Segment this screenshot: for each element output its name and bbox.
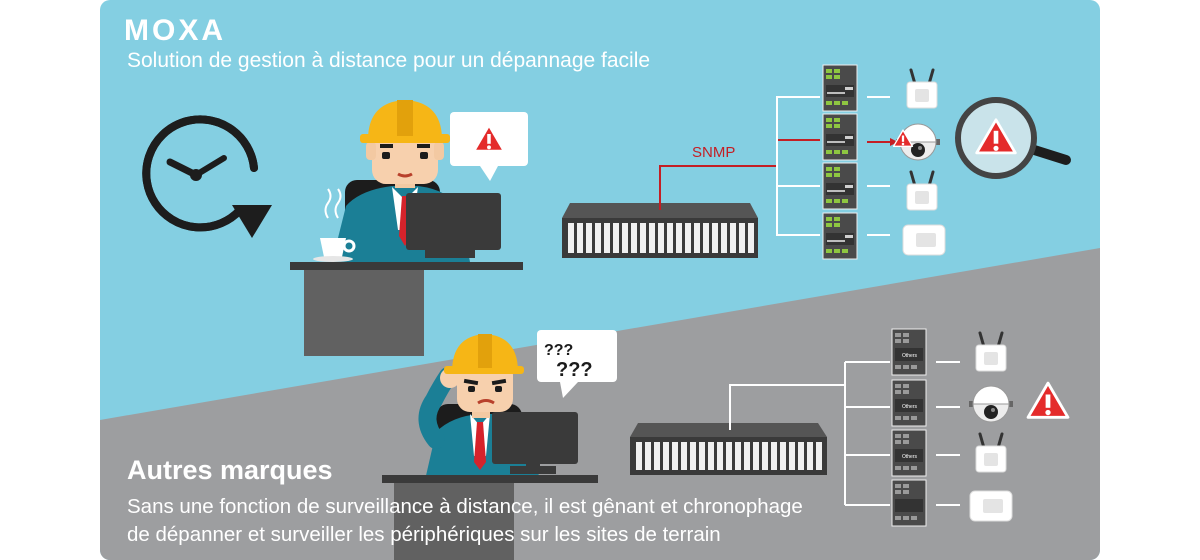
description-line-1: Sans une fonction de surveillance à dist… [127, 495, 803, 518]
bottom-network-links [729, 361, 960, 506]
bottom-background [100, 248, 1100, 560]
server-rack-icon [630, 423, 827, 475]
switch-label: Others [902, 404, 918, 410]
question-speech-bubble: ??? ??? [537, 330, 617, 398]
infographic-panel: ??? ??? Others Others Others MOXA [100, 0, 1100, 560]
clock-icon [142, 115, 272, 238]
industrial-switch-icon: Others Others Others [891, 328, 927, 527]
switch-label: Others [902, 454, 918, 460]
top-network-links [659, 96, 898, 236]
bottom-desk [382, 412, 598, 560]
snmp-label: SNMP [692, 144, 736, 161]
question-marks-row2: ??? [556, 359, 593, 381]
switch-label: Others [902, 353, 918, 359]
infographic-scene: ??? ??? Others Others Others [100, 0, 1100, 560]
top-desk [290, 193, 523, 356]
coffee-cup-icon [313, 188, 356, 262]
moxa-logo: MOXA [124, 14, 226, 47]
flat-device-icon [969, 490, 1013, 522]
subtitle: Solution de gestion à distance pour un d… [127, 49, 651, 72]
server-rack-icon [562, 203, 758, 258]
flat-device-icon [902, 224, 946, 256]
alert-speech-bubble [450, 112, 528, 181]
description-line-2: de dépanner et surveiller les périphériq… [127, 523, 721, 546]
magnifier-icon [955, 97, 1071, 179]
question-marks-row1: ??? [544, 342, 573, 359]
other-brands-title: Autres marques [127, 455, 333, 485]
